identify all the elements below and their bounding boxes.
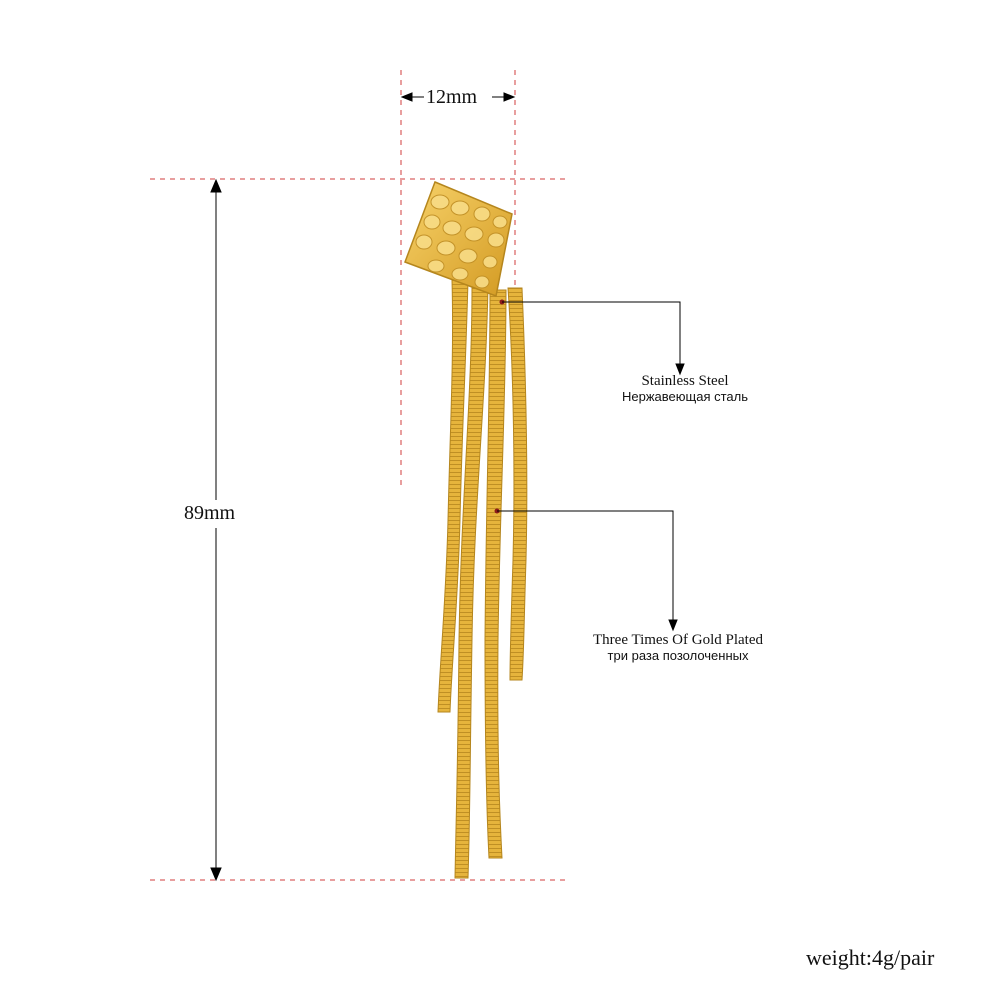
weight-label: weight:4g/pair xyxy=(806,945,935,970)
earring-plate xyxy=(404,181,513,298)
callout-leader-material xyxy=(499,299,685,376)
callout-leader-plating xyxy=(494,508,678,632)
callout-plating-ru: три раза позолоченных xyxy=(607,648,749,663)
callout-material-ru: Нержавеющая сталь xyxy=(622,389,748,404)
callout-plating: Three Times Of Gold Plated три раза позо… xyxy=(568,632,788,663)
height-label: 89mm xyxy=(184,502,236,524)
width-dimension-line xyxy=(400,92,516,102)
guide-lines xyxy=(150,70,568,881)
earring-chains xyxy=(437,279,528,879)
chain-strand-3 xyxy=(484,289,507,859)
chain-strand-4 xyxy=(507,287,528,681)
width-label: 12mm xyxy=(426,86,478,108)
callout-material-en: Stainless Steel xyxy=(641,373,729,389)
height-dimension-line xyxy=(210,178,222,882)
callout-material: Stainless Steel Нержавеющая сталь xyxy=(610,373,760,404)
chain-strand-1 xyxy=(437,279,469,713)
chain-strand-2 xyxy=(454,284,489,879)
callout-plating-en: Three Times Of Gold Plated xyxy=(593,632,763,648)
